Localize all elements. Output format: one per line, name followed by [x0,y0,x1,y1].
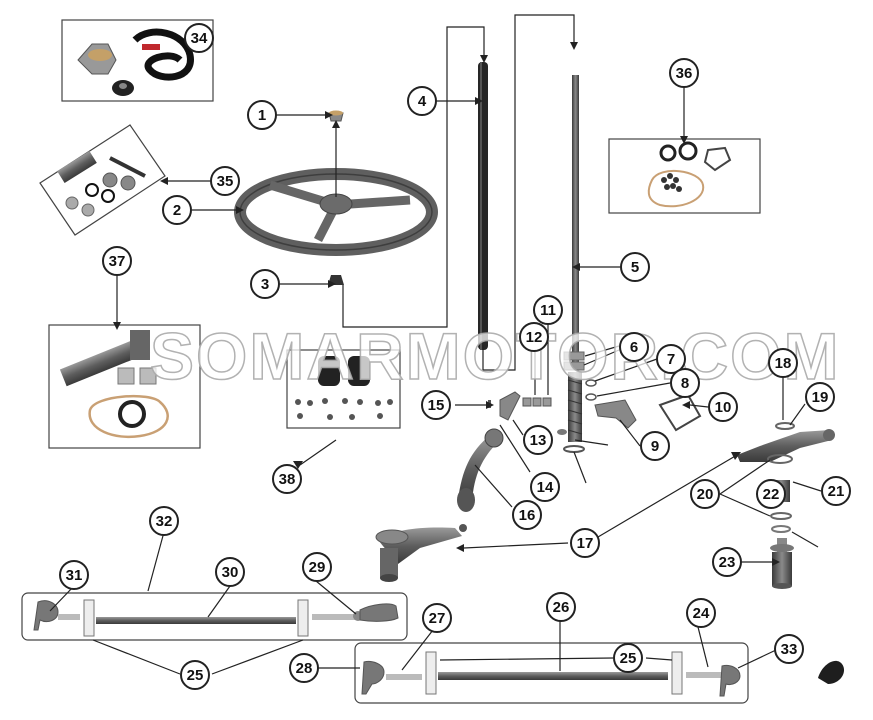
callout-23: 23 [712,547,742,577]
watermark-text: SOMARMOTOR.COM [149,318,841,394]
callout-38: 38 [272,464,302,494]
callout-26: 26 [546,592,576,622]
callout-19: 19 [805,382,835,412]
callout-5: 5 [620,252,650,282]
callout-14: 14 [530,472,560,502]
steering-tube [478,62,488,350]
callout-13: 13 [523,425,553,455]
callout-18: 18 [768,348,798,378]
callout-31: 31 [59,560,89,590]
callout-22: 22 [756,479,786,509]
callout-36: 36 [669,58,699,88]
callout-9: 9 [640,431,670,461]
kit-box-38 [286,349,401,429]
callout-4: 4 [407,86,437,116]
callout-3: 3 [250,269,280,299]
callout-6: 6 [619,332,649,362]
bell-crank-assembly [737,422,835,589]
callout-25: 25 [613,643,643,673]
dust-boot [818,660,845,684]
callout-35: 35 [210,166,240,196]
callout-37: 37 [102,246,132,276]
idler-arm [375,524,467,582]
callout-12: 12 [519,322,549,352]
kit-box-37 [48,324,201,449]
steering-shaft [557,75,597,453]
callout-16: 16 [512,500,542,530]
callout-17: 17 [570,528,600,558]
callout-29: 29 [302,552,332,582]
callout-8: 8 [670,368,700,398]
callout-1: 1 [247,100,277,130]
callout-27: 27 [422,603,452,633]
kit-box-35 [39,124,166,236]
callout-11: 11 [533,295,563,325]
kit-box-36 [608,138,761,214]
callout-34: 34 [184,23,214,53]
callout-10: 10 [708,392,738,422]
callout-30: 30 [215,557,245,587]
tie-rod-box-right [354,642,749,704]
callout-24: 24 [686,598,716,628]
callout-25: 25 [180,660,210,690]
callout-20: 20 [690,479,720,509]
callout-28: 28 [289,653,319,683]
arrowheads [113,42,780,566]
callout-32: 32 [149,506,179,536]
callout-33: 33 [774,634,804,664]
steering-box-parts [488,391,702,432]
callout-15: 15 [421,390,451,420]
callout-2: 2 [162,195,192,225]
leader-lines [49,14,822,675]
tie-rod-box-left [21,592,408,641]
callout-21: 21 [821,476,851,506]
